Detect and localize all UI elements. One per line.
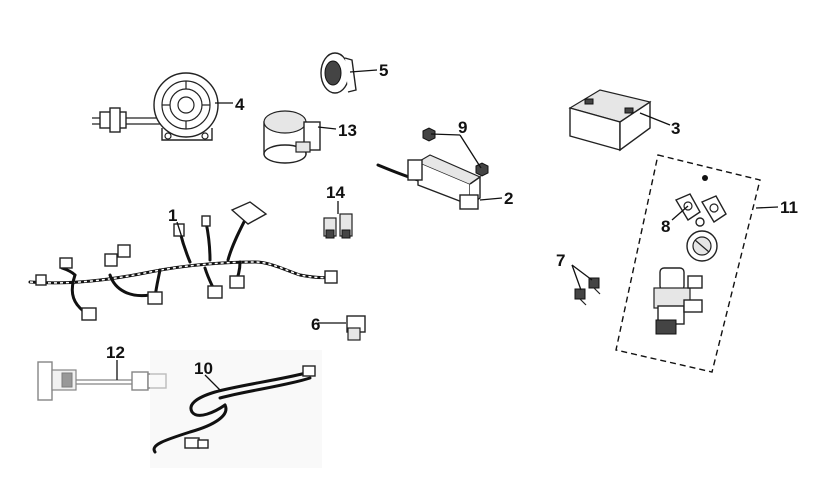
callout-4: 4 [235,95,245,114]
callout-9: 9 [458,118,467,137]
callout-14: 14 [326,183,345,202]
callout-11: 11 [780,198,798,217]
leader-lines [116,69,779,391]
part-5-horn [320,52,357,94]
callout-5: 5 [379,61,388,80]
callout-3: 3 [671,119,680,138]
callout-8: 8 [661,217,670,236]
callout-13: 13 [338,121,357,140]
part-12-switch-cable [37,361,167,401]
part-14-fuses [323,213,353,239]
part-6-connector [346,315,366,341]
part-1-wiring-harness [28,201,338,321]
callout-2: 2 [504,189,513,208]
part-7-bolts [574,277,601,306]
part-3-battery [568,89,652,152]
part-9-nuts [422,127,489,177]
part-13-relay [263,110,321,164]
callout-12: 12 [106,343,125,362]
callout-6: 6 [311,315,320,334]
part-10-cable [150,350,322,468]
part-4-alarm-unit [92,72,219,141]
part-8-keys [674,193,727,227]
callout-7: 7 [556,251,565,270]
part-2-ignition-coil [376,154,482,210]
callout-1: 1 [168,206,177,225]
part-11-lock-set [615,154,761,373]
callout-10: 10 [194,359,213,378]
